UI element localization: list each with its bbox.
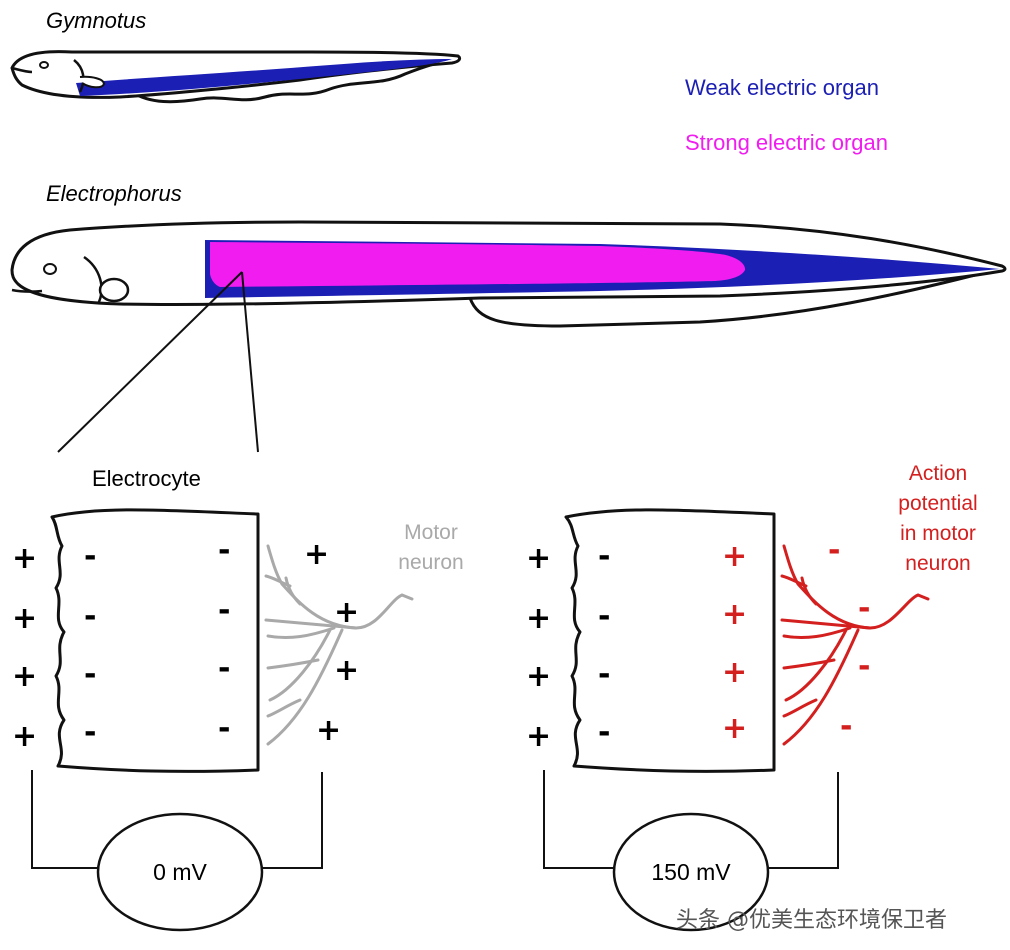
action-potential-label-line4: neuron [905,552,971,575]
resting-inner-left-minus: - [84,539,97,574]
resting-voltmeter-circuit [31,770,323,932]
electrophorus-eye [43,263,57,275]
active-inner-right-plus: + [722,655,748,690]
active-outer-plus: + [526,719,552,754]
active-right-minus: - [858,649,871,684]
electrocyte-title: Electrocyte [92,466,201,491]
active-outer-plus: + [526,541,552,576]
resting-electrocyte-cell [50,508,260,773]
active-inner-right-plus: + [722,539,748,574]
action-potential-label-line3: in motor [900,522,976,545]
active-right-minus: - [840,709,853,744]
active-outer-plus: + [526,659,552,694]
electrophorus-mouth-line [11,288,43,293]
resting-right-plus: + [334,595,360,630]
active-outer-plus: + [526,601,552,636]
resting-lead-left [31,770,98,869]
gymnotus-weak-organ [76,59,452,96]
active-motor-neuron [780,544,930,746]
action-potential-label-line1: Action [908,462,968,485]
action-potential-label: Action potential in motor neuron [880,459,996,579]
active-inner-left-minus: - [598,715,611,750]
resting-outer-plus: + [12,541,38,576]
resting-voltmeter [96,812,264,932]
legend-strong-label: Strong electric organ [685,130,888,155]
motor-neuron-label: Motor neuron [388,518,474,578]
resting-outer-plus: + [12,601,38,636]
resting-right-plus: + [304,537,330,572]
active-right-minus: - [858,591,871,626]
resting-lead-right [262,772,323,869]
watermark: 头条 @优美生态环境保卫者 [676,908,947,933]
active-lead-left [543,770,614,869]
resting-inner-right-minus: - [218,711,231,746]
active-inner-right-plus: + [722,711,748,746]
active-lead-right [768,772,839,869]
resting-inner-right-minus: - [218,651,231,686]
resting-outer-plus: + [12,659,38,694]
action-potential-label-line2: potential [898,492,978,515]
resting-voltage-reading: 0 mV [153,859,207,885]
active-right-minus: - [828,533,841,568]
resting-inner-right-minus: - [218,533,231,568]
active-electrocyte-panel [564,508,930,773]
electrophorus-gill [83,255,103,305]
electrophorus-pectoral-fin [98,277,130,303]
zoom-line-left [57,271,243,453]
electrophorus-strong-organ [210,242,746,287]
active-voltage-reading: 150 mV [651,859,731,885]
resting-inner-left-minus: - [84,599,97,634]
resting-right-plus: + [334,653,360,688]
motor-neuron-label-line1: Motor [404,521,458,544]
zoom-line-right [241,271,259,453]
active-inner-right-plus: + [722,597,748,632]
active-electrocyte-cell [564,508,776,773]
active-inner-left-minus: - [598,539,611,574]
motor-neuron-label-line2: neuron [398,551,464,574]
resting-inner-left-minus: - [84,715,97,750]
resting-inner-right-minus: - [218,593,231,628]
gymnotus-label: Gymnotus [46,8,147,33]
active-voltmeter-circuit [543,770,839,932]
gymnotus-gill [73,59,85,93]
electrophorus-label: Electrophorus [46,181,182,206]
resting-inner-left-minus: - [84,657,97,692]
resting-electrocyte-panel [50,508,414,773]
resting-right-plus: + [316,713,342,748]
electrophorus-anal-fin [468,266,1003,328]
active-voltmeter [612,812,770,932]
resting-motor-neuron [264,544,414,746]
active-inner-left-minus: - [598,657,611,692]
electrophorus-fish [10,220,1007,328]
legend-weak-label: Weak electric organ [685,75,880,100]
gymnotus-fish [10,50,462,104]
gymnotus-anal-fin [131,56,459,104]
resting-outer-plus: + [12,719,38,754]
active-inner-left-minus: - [598,599,611,634]
gymnotus-mouth-line [11,66,33,74]
gymnotus-eye [39,61,49,69]
gymnotus-pectoral-fin [79,75,106,89]
